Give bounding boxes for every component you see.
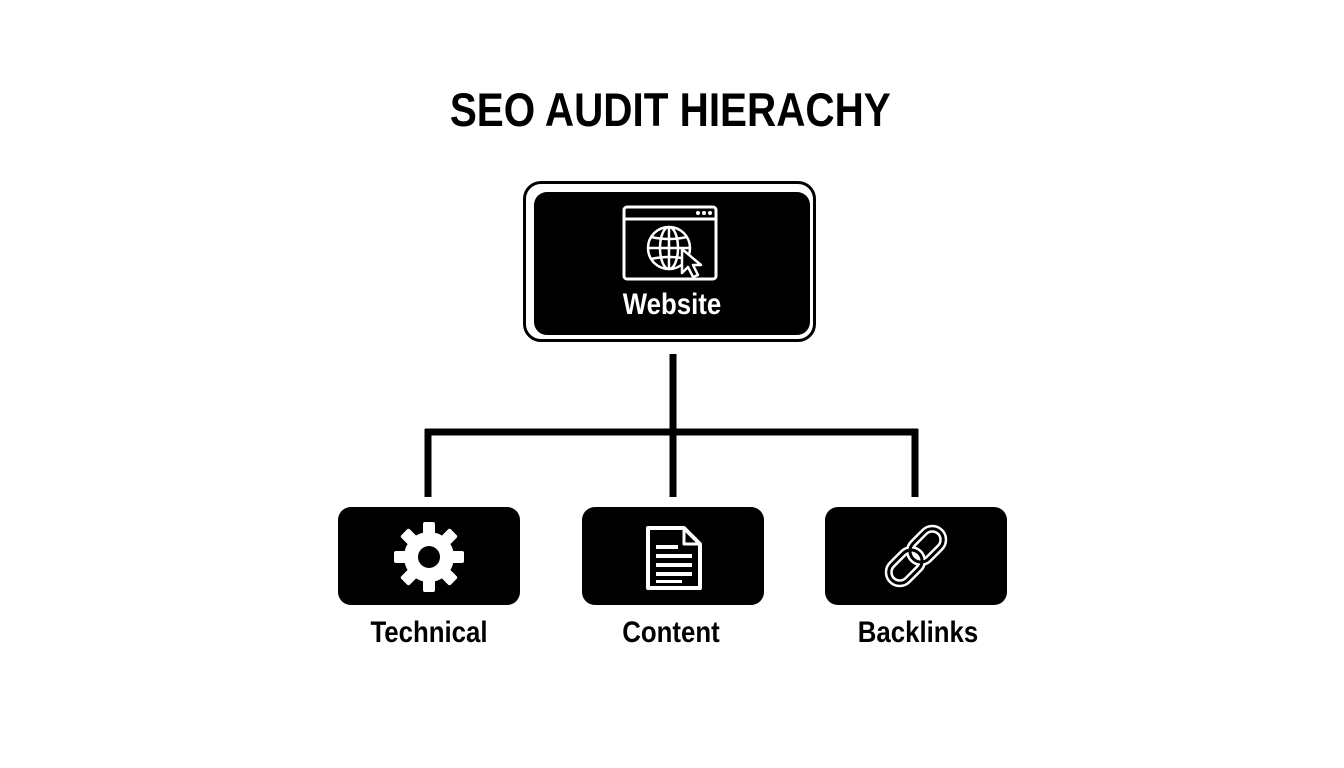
document-icon bbox=[646, 526, 702, 590]
root-node-label: Website bbox=[622, 288, 722, 321]
child-label-technical: Technical bbox=[370, 616, 488, 649]
browser-globe-cursor-icon bbox=[622, 205, 718, 281]
child-label-backlinks: Backlinks bbox=[857, 616, 979, 649]
root-node-website bbox=[534, 192, 810, 335]
diagram-title: SEO AUDIT HIERACHY bbox=[449, 83, 891, 136]
gear-icon bbox=[394, 522, 464, 592]
child-label-content: Content bbox=[622, 616, 720, 649]
link-icon bbox=[884, 524, 948, 588]
